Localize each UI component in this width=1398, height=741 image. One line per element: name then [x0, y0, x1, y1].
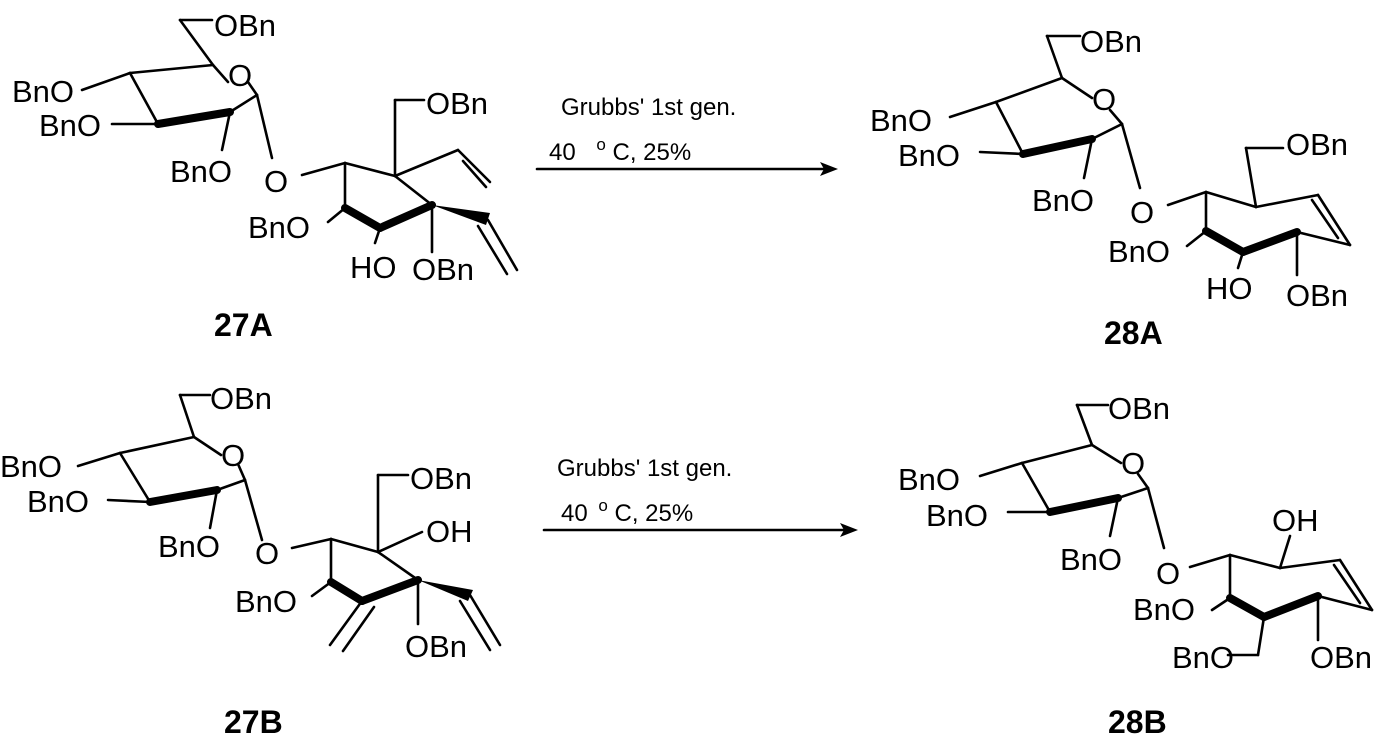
bno-label: BnO: [235, 584, 297, 619]
obn-label: OBn: [412, 252, 474, 287]
reagent-label-2: Grubbs' 1st gen.: [557, 455, 732, 482]
compound-28B-structure: OBn O BnO BnO BnO O OH BnO BnO OBn: [898, 391, 1374, 675]
bno-label: BnO: [1108, 234, 1170, 269]
glycosidic-oxygen-label: O: [1130, 195, 1154, 230]
bno-label: BnO: [248, 210, 310, 245]
compound-label-28B: 28B: [1108, 704, 1167, 740]
obn-label: OBn: [210, 381, 272, 416]
ring-oxygen-label: O: [228, 58, 252, 93]
ho-label: HO: [350, 250, 397, 285]
oh-label: OH: [426, 514, 473, 549]
bno-label: BnO: [926, 498, 988, 533]
obn-label: OBn: [1286, 278, 1348, 313]
obn-label: OBn: [214, 8, 276, 43]
compound-28A-structure: OBn O BnO BnO BnO O OBn BnO HO OBn: [870, 24, 1352, 313]
bno-label: BnO: [27, 484, 89, 519]
conditions-label-2: 40 o C, 25%: [561, 490, 693, 527]
glycosidic-oxygen-label: O: [1156, 556, 1180, 591]
ring-oxygen-label: O: [1121, 446, 1145, 481]
bno-label: BnO: [170, 154, 232, 189]
obn-label: OBn: [426, 86, 488, 121]
bno-label: BnO: [898, 462, 960, 497]
ring-oxygen-label: O: [221, 438, 245, 473]
glycosidic-oxygen-label: O: [255, 536, 279, 571]
compound-label-27B: 27B: [224, 704, 283, 740]
obn-label: OBn: [1080, 24, 1142, 59]
reaction-arrow-2: [542, 523, 858, 537]
bno-label: BnO: [39, 108, 101, 143]
compound-label-27A: 27A: [214, 307, 273, 343]
obn-label: OBn: [1286, 127, 1348, 162]
bno-label: BnO: [158, 529, 220, 564]
obn-label: OBn: [1310, 640, 1372, 675]
compound-27B-structure: OBn O BnO BnO BnO O OBn OH BnO OBn: [0, 381, 502, 664]
bno-label: BnO: [1133, 592, 1195, 627]
conditions-label-1: 40 o C, 25%: [549, 129, 691, 166]
bno-label: BnO: [1060, 542, 1122, 577]
oh-label: OH: [1272, 503, 1319, 538]
reaction-arrow-1: [535, 162, 838, 176]
obn-label: OBn: [405, 629, 467, 664]
ho-label: HO: [1206, 271, 1253, 306]
bno-label: BnO: [12, 74, 74, 109]
obn-label: OBn: [410, 461, 472, 496]
bno-label: BnO: [1032, 183, 1094, 218]
glycosidic-oxygen-label: O: [264, 164, 288, 199]
reagent-label-1: Grubbs' 1st gen.: [561, 94, 736, 121]
bno-label: BnO: [898, 138, 960, 173]
ring-oxygen-label: O: [1092, 82, 1116, 117]
obn-label: OBn: [1108, 391, 1170, 426]
bno-label: BnO: [870, 103, 932, 138]
bno-label: BnO: [1172, 640, 1234, 675]
compound-27A-structure: OBn O BnO BnO BnO O OBn BnO HO OBn: [12, 8, 519, 287]
bno-label: BnO: [0, 449, 62, 484]
compound-label-28A: 28A: [1104, 315, 1163, 351]
